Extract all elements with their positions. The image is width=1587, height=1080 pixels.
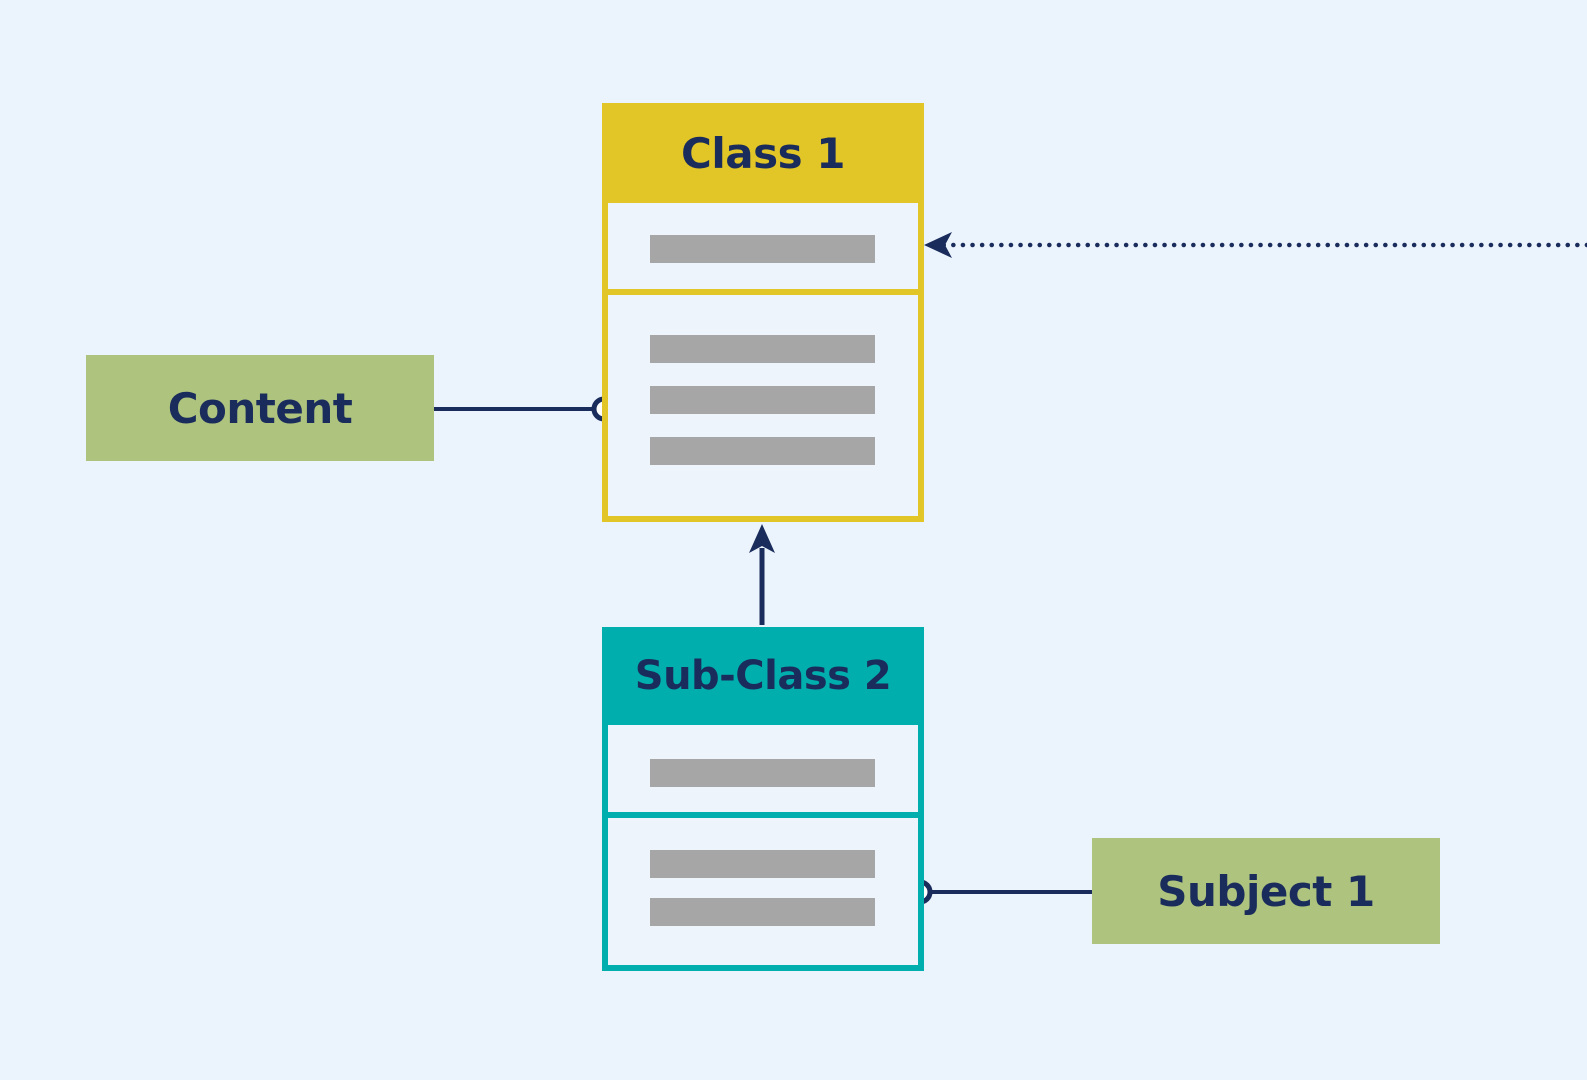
method-placeholder: [650, 898, 875, 926]
class-1-attributes: [608, 203, 918, 295]
content-label: Content: [167, 383, 353, 433]
method-placeholder: [650, 850, 875, 878]
class-1-header: Class 1: [602, 103, 924, 203]
dependency-arrowhead-icon: [924, 232, 952, 258]
subject-1-label: Subject 1: [1157, 866, 1375, 916]
method-placeholder: [650, 437, 875, 465]
sub-class-2-attributes: [608, 725, 918, 818]
method-placeholder: [650, 335, 875, 363]
inheritance-arrowhead-icon: [749, 524, 775, 553]
attribute-placeholder: [650, 759, 875, 787]
subject-1-box[interactable]: Subject 1: [1092, 838, 1440, 944]
attribute-placeholder: [650, 235, 875, 263]
class-1-box[interactable]: Class 1: [602, 103, 924, 522]
method-placeholder: [650, 386, 875, 414]
sub-class-2-header: Sub-Class 2: [602, 627, 924, 725]
class-1-title: Class 1: [681, 128, 845, 178]
sub-class-2-box[interactable]: Sub-Class 2: [602, 627, 924, 971]
class-1-methods: [608, 295, 918, 516]
content-box[interactable]: Content: [86, 355, 434, 461]
sub-class-2-methods: [608, 818, 918, 959]
sub-class-2-title: Sub-Class 2: [634, 653, 892, 699]
